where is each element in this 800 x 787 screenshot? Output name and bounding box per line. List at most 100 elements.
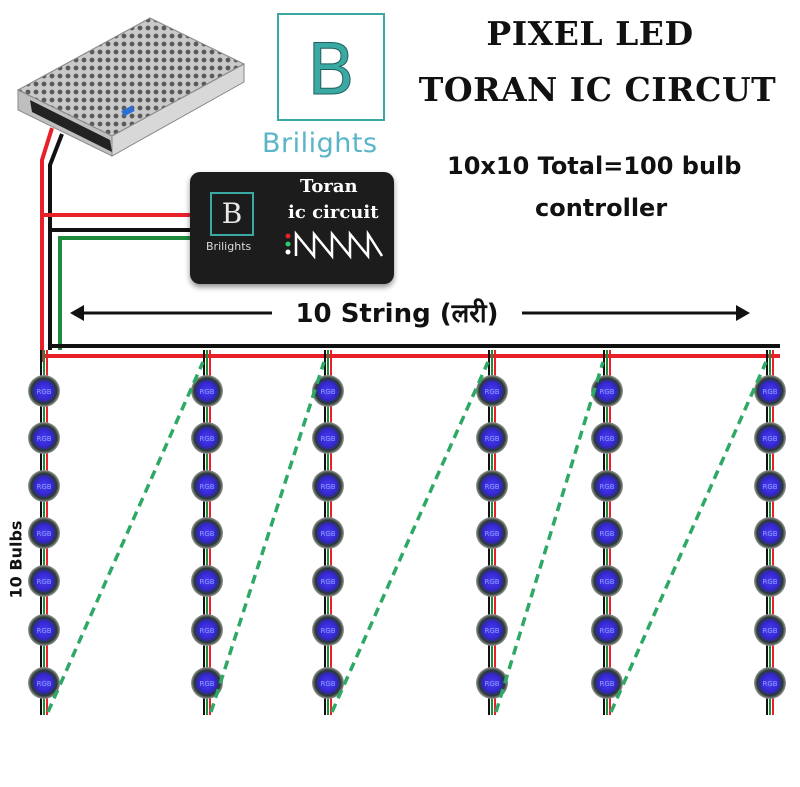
bulb-marking: RGB [320,388,335,396]
power-supply-unit [16,17,246,157]
bulb-marking: RGB [199,680,214,688]
bulb-marking: RGB [599,435,614,443]
toran-ic-controller: B Brilights Toran ic circuit [190,172,394,284]
bulb-marking: RGB [484,530,499,538]
bulb-marking: RGB [36,578,51,586]
bulb-marking: RGB [484,435,499,443]
strings-label: 10 String (लरी) [272,294,522,334]
led-bulb [476,375,508,407]
psu-terminal-block [30,100,112,152]
led-bulb [476,565,508,597]
bulb-marking: RGB [762,627,777,635]
led-bulb [476,614,508,646]
bulb-marking: RGB [199,435,214,443]
led-bulb [476,667,508,699]
led-bulb [312,565,344,597]
bulb-marking: RGB [599,680,614,688]
led-bulb [476,422,508,454]
bulb-marking: RGB [599,578,614,586]
data-path-segment [494,361,605,713]
bulb-marking: RGB [762,530,777,538]
bulb-marking: RGB [762,680,777,688]
led-bulb [28,517,60,549]
led-bulb [591,375,623,407]
bulb-marking: RGB [320,680,335,688]
led-bulb [191,470,223,502]
led-bulb [591,667,623,699]
data-path-segment [609,361,768,713]
bulb-marking: RGB [484,627,499,635]
bulb-marking: RGB [199,627,214,635]
status-dot-white [285,249,291,255]
bulb-marking: RGB [320,627,335,635]
brand-logo: B [276,12,386,122]
data-path-segment [46,361,205,713]
led-bulb [191,375,223,407]
bulb-marking: RGB [484,483,499,491]
led-bulb [591,565,623,597]
led-bulb [191,517,223,549]
led-bulb [754,375,786,407]
bulb-marking: RGB [320,435,335,443]
bulb-marking: RGB [36,435,51,443]
logo-frame [277,13,385,121]
bulb-marking: RGB [762,435,777,443]
data-path [46,361,768,713]
led-bulb [191,614,223,646]
zigzag-path [294,229,384,260]
led-bulb [591,422,623,454]
led-bulb [754,667,786,699]
led-bulb [591,517,623,549]
title-line-2: TORAN IC CIRCUT [418,70,777,109]
bulb-marking: RGB [762,483,777,491]
led-bulb [312,470,344,502]
led-bulb [28,614,60,646]
led-bulb [28,375,60,407]
bulb-marking: RGB [199,388,214,396]
bulb-marking: RGB [36,388,51,396]
led-bulb [591,614,623,646]
led-bulb [191,667,223,699]
title-line-1: PIXEL LED [486,14,694,53]
arrow-head-left [70,305,84,321]
logo-wordmark: Brilights [262,128,378,159]
led-bulb [476,470,508,502]
led-bulb [28,470,60,502]
bulb-marking: RGB [484,680,499,688]
bulb-marking: RGB [599,530,614,538]
led-bulb [28,422,60,454]
bulb-marking: RGB [199,530,214,538]
led-bulb [312,422,344,454]
led-bulb [754,614,786,646]
controller-logo: B [210,192,254,236]
bulb-marking: RGB [484,388,499,396]
bulb-marking: RGB [36,680,51,688]
data-path-segment [330,361,490,713]
subtitle-line-1: 10x10 Total=100 bulb [447,152,742,180]
led-bulb [312,614,344,646]
status-dot-green [285,241,291,247]
controller-brand: Brilights [206,240,252,253]
led-bulb [754,565,786,597]
led-bulb [28,565,60,597]
bulb-marking: RGB [484,578,499,586]
bulb-marking: RGB [320,578,335,586]
led-bulb [312,375,344,407]
wire-green-data [58,236,194,350]
bulb-marking: RGB [199,578,214,586]
led-bulb [312,517,344,549]
led-bulb [591,470,623,502]
led-strings: RGBRGBRGBRGBRGBRGBRGBRGBRGBRGBRGBRGBRGBR… [28,350,786,715]
bulb-marking: RGB [199,483,214,491]
bulb-marking: RGB [320,483,335,491]
subtitle-line-2: controller [535,194,668,222]
bulb-marking: RGB [599,483,614,491]
led-bulb [28,667,60,699]
power-wires [40,127,780,362]
led-string: RGB RGB RGB RGB RGB RGB RGB [191,350,223,715]
led-bulb [191,422,223,454]
